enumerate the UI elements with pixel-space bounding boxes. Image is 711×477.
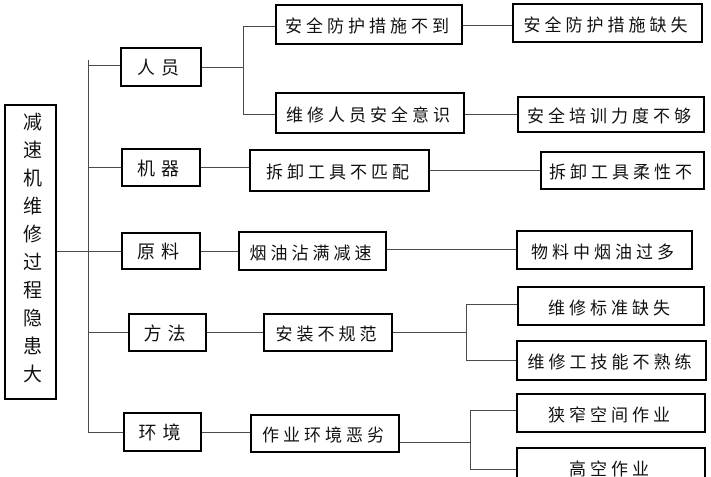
category-label-machine: 机器	[137, 158, 185, 179]
mid-label-tool-mismatch: 拆卸工具不匹配	[266, 163, 413, 182]
connector-method-leaf1	[466, 304, 517, 305]
connector-spine-method	[88, 332, 128, 333]
category-box-personnel: 人员	[120, 47, 202, 87]
connector-environment-out	[202, 432, 250, 433]
mid-label-safety-measures: 安全防护措施不到	[285, 17, 453, 36]
leaf-box-skill-unskilled: 维修工技能不熟练	[516, 340, 707, 381]
connector-personnel-out	[202, 67, 243, 68]
leaf-box-work-at-height: 高空作业	[516, 447, 706, 477]
category-box-machine: 机器	[121, 148, 201, 187]
connector-spine	[88, 60, 89, 433]
connector-spine-personnel	[88, 65, 122, 66]
category-box-material: 原料	[121, 232, 201, 270]
mid-label-oil-covered: 烟油沾满减速	[249, 243, 376, 263]
leaf-box-standard-missing: 维修标准缺失	[517, 286, 705, 326]
connector-personnel-bracket	[243, 26, 244, 114]
root-problem-box: 减速机维修过程隐患大	[4, 104, 57, 400]
leaf-box-training-insufficient: 安全培训力度不够	[517, 96, 705, 133]
connector-environment-bracket	[470, 410, 471, 469]
leaf-label-work-at-height: 高空作业	[569, 459, 653, 477]
mid-box-installation-nonstandard: 安装不规范	[263, 313, 393, 352]
category-label-environment: 环境	[138, 423, 187, 443]
leaf-label-too-much-oil: 物料中烟油过多	[531, 242, 678, 262]
connector-machine-out	[201, 167, 249, 168]
connector-root-to-spine	[57, 251, 121, 252]
leaf-label-protection-missing: 安全防护措施缺失	[523, 15, 692, 35]
leaf-box-narrow-space: 狭窄空间作业	[516, 393, 706, 433]
mid-box-tool-mismatch: 拆卸工具不匹配	[249, 149, 430, 192]
category-box-environment: 环境	[123, 412, 202, 452]
connector-mid2-leaf2	[465, 114, 517, 115]
category-label-method: 方法	[143, 323, 192, 344]
connector-method-out	[207, 332, 263, 333]
connector-material-leaf	[387, 249, 516, 250]
mid-box-oil-covered: 烟油沾满减速	[238, 231, 387, 271]
connector-method-bracket-in	[393, 332, 466, 333]
leaf-box-protection-missing: 安全防护措施缺失	[512, 3, 703, 43]
connector-personnel-mid2	[243, 114, 275, 115]
category-label-material: 原料	[137, 242, 185, 262]
connector-environment-leaf1	[470, 410, 516, 411]
connector-material-out	[201, 251, 238, 252]
leaf-box-tool-flexibility: 拆卸工具柔性不	[540, 151, 705, 190]
leaf-label-tool-flexibility: 拆卸工具柔性不	[549, 163, 696, 182]
category-label-personnel: 人员	[137, 58, 185, 78]
leaf-label-narrow-space: 狭窄空间作业	[548, 405, 674, 425]
mid-label-harsh-environment: 作业环境恶劣	[262, 426, 388, 445]
mid-label-safety-awareness: 维修人员安全意识	[286, 105, 454, 125]
mid-box-harsh-environment: 作业环境恶劣	[250, 414, 400, 453]
connector-personnel-mid1	[243, 26, 275, 27]
root-problem-label: 减速机维修过程隐患大	[20, 112, 41, 392]
mid-box-safety-awareness: 维修人员安全意识	[275, 92, 465, 134]
connector-environment-leaf2	[470, 469, 516, 470]
category-box-method: 方法	[128, 313, 207, 352]
connector-spine-machine	[88, 167, 121, 168]
leaf-label-training-insufficient: 安全培训力度不够	[527, 107, 695, 126]
mid-label-installation-nonstandard: 安装不规范	[275, 325, 381, 344]
leaf-label-standard-missing: 维修标准缺失	[548, 298, 674, 318]
leaf-box-too-much-oil: 物料中烟油过多	[516, 230, 693, 270]
connector-method-bracket	[466, 304, 467, 360]
connector-spine-environment	[88, 432, 123, 433]
connector-method-leaf2	[466, 360, 516, 361]
leaf-label-skill-unskilled: 维修工技能不熟练	[527, 353, 696, 372]
mid-box-safety-measures: 安全防护措施不到	[275, 4, 463, 45]
connector-machine-leaf	[430, 170, 540, 171]
connector-mid1-leaf1	[463, 25, 512, 26]
connector-environment-bracket-in	[400, 442, 470, 443]
